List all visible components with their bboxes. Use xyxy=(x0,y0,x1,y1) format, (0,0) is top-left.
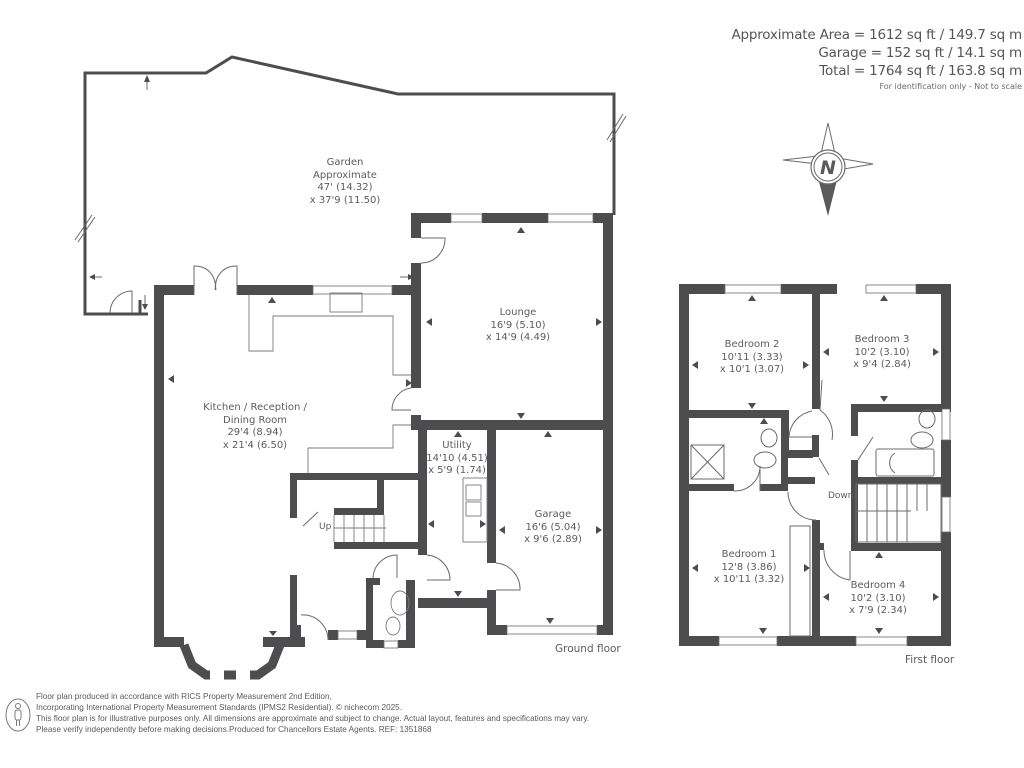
footer-line-4: Please verify independently before makin… xyxy=(36,725,432,734)
stairs-up-label: Up xyxy=(319,522,332,532)
ground-floor-label: Ground floor xyxy=(555,643,621,655)
scale-note: For identification only - Not to scale xyxy=(879,82,1022,91)
room-label-garden: Garden Approximate 47' (14.32) x 37'9 (1… xyxy=(309,157,381,206)
footer-line-1: Floor plan produced in accordance with R… xyxy=(36,692,332,701)
room-label-kitchen-reception-dining: Kitchen / Reception / Dining Room 29'4 (… xyxy=(203,402,307,451)
room-label-lounge: Lounge 16'9 (5.10) x 14'9 (4.49) xyxy=(485,307,551,343)
room-label-utility: Utility 14'10 (4.51) x 5'9 (1.74) xyxy=(426,440,488,476)
area-summary: Approximate Area = 1612 sq ft / 149.7 sq… xyxy=(731,26,1022,94)
total-area-text: Total = 1764 sq ft / 163.8 sq m xyxy=(819,63,1022,79)
garden-boundary xyxy=(83,55,616,316)
first-floor-label: First floor xyxy=(905,654,955,666)
garage-area-text: Garage = 152 sq ft / 14.1 sq m xyxy=(818,45,1022,61)
compass-north-icon: N xyxy=(778,118,878,222)
room-label-bedroom-4: Bedroom 4 10'2 (3.10) x 7'9 (2.34) xyxy=(849,580,907,616)
person-icon xyxy=(4,697,32,737)
stairs-down-label: Down xyxy=(828,491,854,501)
room-label-bedroom-3: Bedroom 3 10'2 (3.10) x 9'4 (2.84) xyxy=(853,334,911,370)
footer-line-3: This floor plan is for illustrative purp… xyxy=(36,714,590,723)
room-label-bedroom-2: Bedroom 2 10'11 (3.33) x 10'1 (3.07) xyxy=(719,339,785,375)
approximate-area-text: Approximate Area = 1612 sq ft / 149.7 sq… xyxy=(731,27,1022,43)
disclaimer-footer: Floor plan produced in accordance with R… xyxy=(36,691,589,735)
footer-line-2: Incorporating International Property Mea… xyxy=(36,703,403,712)
room-label-bedroom-1: Bedroom 1 12'8 (3.86) x 10'11 (3.32) xyxy=(713,549,785,585)
compass-n-label: N xyxy=(820,157,836,179)
room-label-garage: Garage 16'6 (5.04) x 9'6 (2.89) xyxy=(524,509,582,545)
